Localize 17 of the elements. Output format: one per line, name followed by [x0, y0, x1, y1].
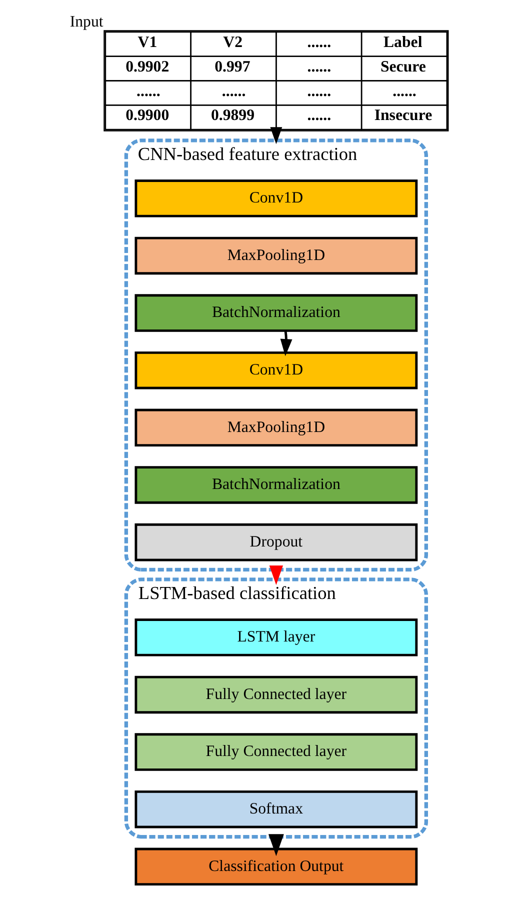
- node-box: Softmax: [134, 790, 418, 828]
- node-box: Conv1D: [134, 180, 418, 218]
- arrow: [280, 330, 292, 356]
- node-box: Fully Connected layer: [134, 733, 418, 771]
- node-label: Input: [70, 13, 104, 30]
- node-box: BatchNormalization: [134, 294, 418, 332]
- node-box: LSTM layer: [134, 618, 418, 656]
- node-box: MaxPooling1D: [134, 236, 418, 275]
- node-box: Fully Connected layer: [134, 676, 418, 714]
- arrow: [269, 565, 284, 586]
- arrow: [270, 127, 282, 144]
- arrow: [268, 834, 284, 856]
- node-box: Dropout: [134, 523, 418, 562]
- node-box: Conv1D: [134, 351, 418, 390]
- node-box: Classification Output: [134, 848, 418, 886]
- node-box: BatchNormalization: [134, 466, 418, 504]
- node-box: MaxPooling1D: [134, 408, 418, 447]
